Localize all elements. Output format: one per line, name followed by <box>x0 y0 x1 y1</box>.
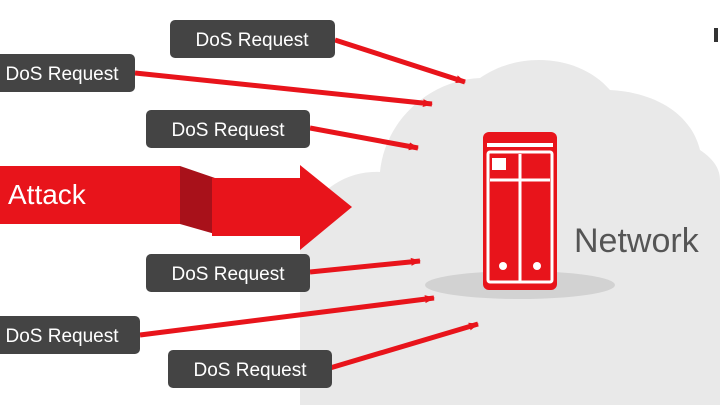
arrow-icon <box>329 321 479 371</box>
corner-mark <box>714 28 718 42</box>
request-label-4: DoS Request <box>0 316 140 354</box>
request-label-5: DoS Request <box>168 350 332 388</box>
arrow-icon <box>309 257 421 275</box>
request-label-2: DoS Request <box>146 110 310 148</box>
request-label-1: DoS Request <box>0 54 135 92</box>
request-label-0: DoS Request <box>170 20 335 58</box>
request-label-3: DoS Request <box>146 254 310 292</box>
svg-text:DoS Request: DoS Request <box>193 360 307 381</box>
request-arrows <box>134 37 479 371</box>
attack-arrow: Attack <box>0 165 352 250</box>
svg-text:DoS Request: DoS Request <box>171 264 285 285</box>
arrow-icon <box>139 295 435 338</box>
svg-text:DoS Request: DoS Request <box>195 30 309 51</box>
attack-label: Attack <box>8 179 87 210</box>
arrow-icon <box>134 70 433 108</box>
svg-text:DoS Request: DoS Request <box>5 64 119 85</box>
arrow-icon <box>334 37 466 85</box>
svg-text:DoS Request: DoS Request <box>5 326 119 347</box>
arrow-icon <box>309 125 419 151</box>
svg-text:DoS Request: DoS Request <box>171 120 285 141</box>
network-label: Network <box>574 222 700 260</box>
server-icon <box>483 132 557 290</box>
